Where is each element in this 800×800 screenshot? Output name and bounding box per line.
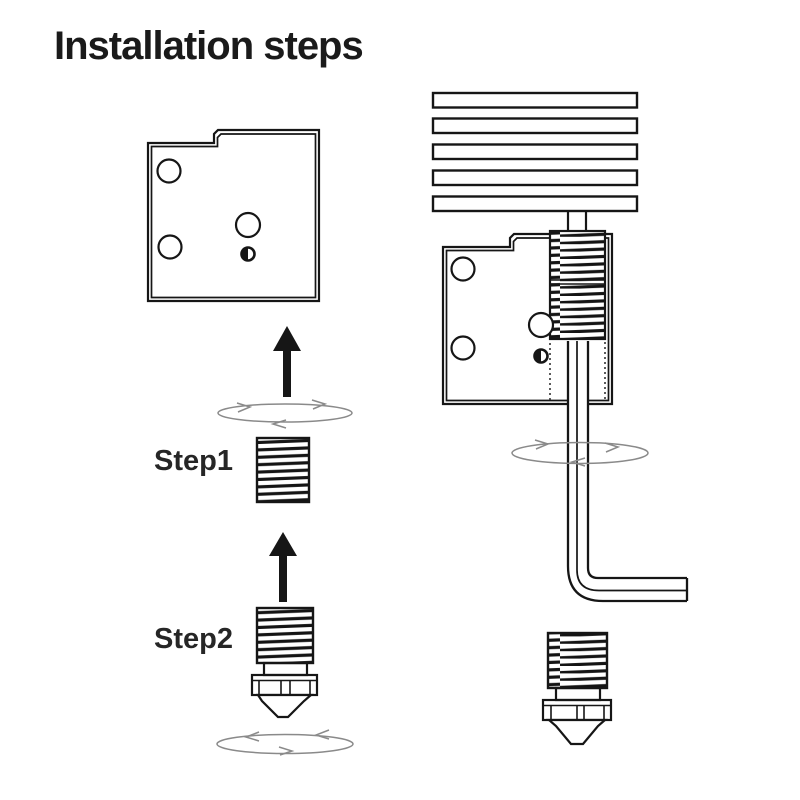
nozzle-right (541, 631, 613, 746)
mount-hole (450, 335, 476, 361)
nozzle-tip (546, 718, 608, 746)
heater-block-right-holes (527, 311, 555, 364)
rotation-arrows-icon (511, 439, 649, 467)
page-title: Installation steps (54, 24, 364, 68)
heater-hole (527, 311, 555, 339)
nozzle-neck (554, 686, 602, 702)
hex-wrench (566, 341, 689, 603)
up-arrow-icon (269, 532, 297, 602)
up-arrow-icon (273, 326, 301, 397)
heater-block-left (146, 128, 321, 303)
mount-hole (450, 256, 476, 282)
nozzle-step2 (250, 606, 319, 719)
nozzle-tip (255, 693, 314, 719)
rotation-arrows-icon (216, 729, 354, 756)
heatsink-connector-tube (566, 212, 588, 232)
nozzle-hex (250, 673, 319, 697)
heat-break-installed (548, 229, 607, 341)
heat-break-step1 (255, 436, 311, 504)
rotation-arrows-icon (217, 399, 353, 429)
mount-hole (156, 158, 182, 184)
mount-hole (157, 234, 183, 260)
nozzle-neck (262, 661, 309, 677)
heater-hole (234, 211, 262, 239)
step2-label: Step2 (154, 623, 233, 655)
step1-label: Step1 (154, 445, 233, 477)
heatsink (431, 91, 639, 213)
